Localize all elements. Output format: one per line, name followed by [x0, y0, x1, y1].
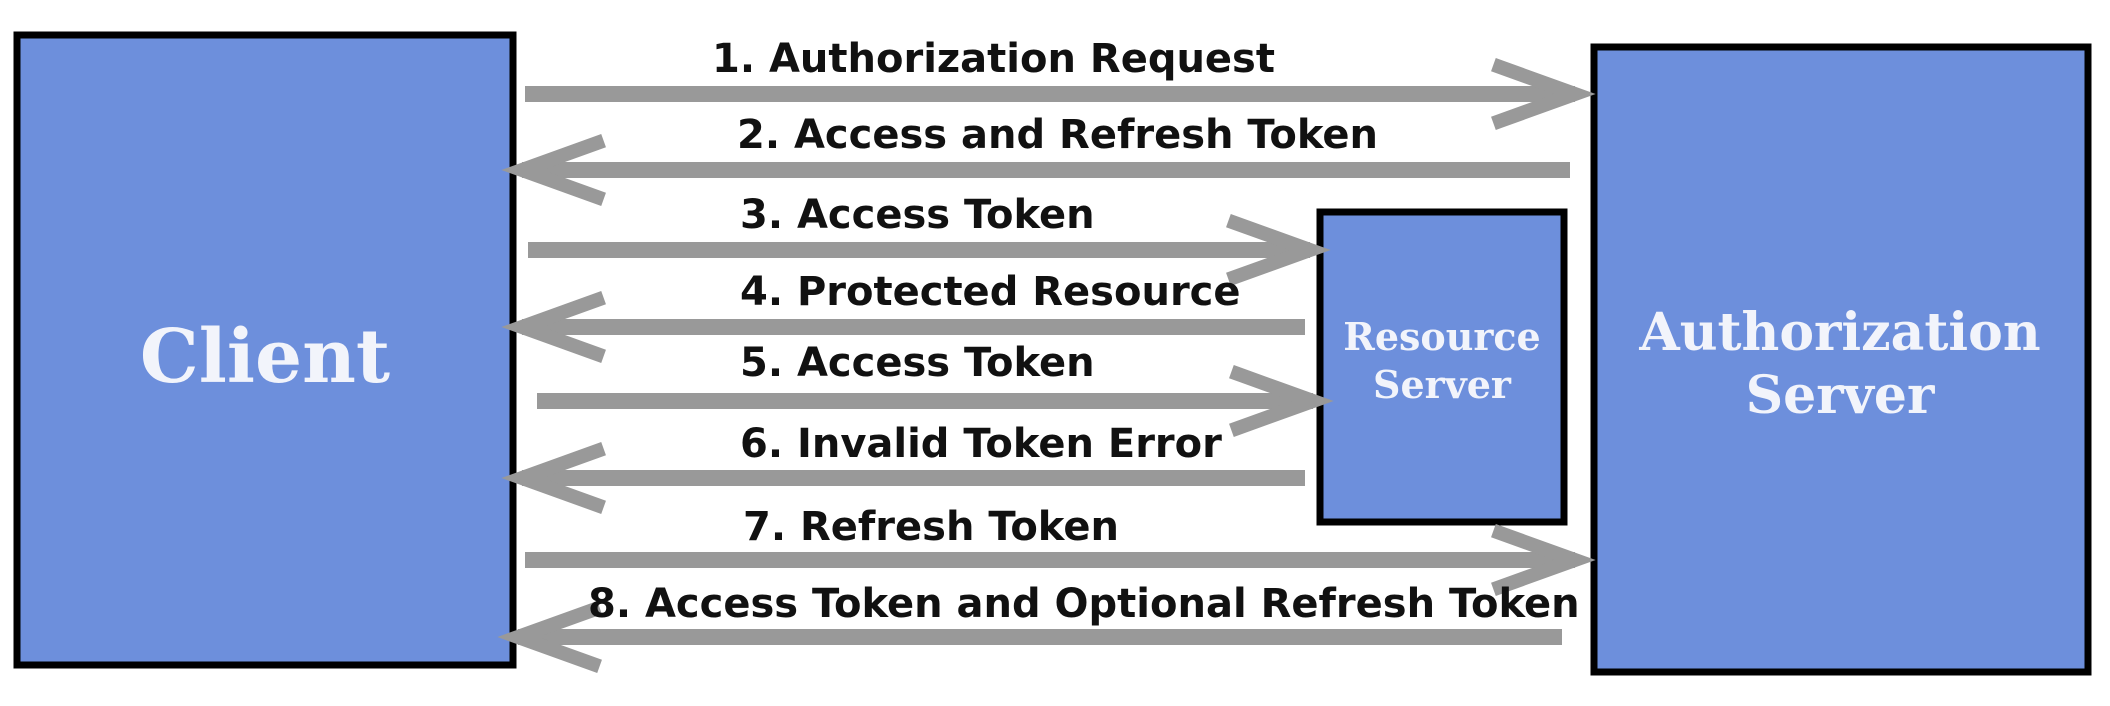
- message-5: 5. Access Token: [537, 340, 1334, 437]
- authorization-server-box: [1590, 43, 2092, 676]
- message-6-arrowhead: [501, 442, 606, 514]
- message-2-arrowhead: [501, 134, 606, 206]
- message-8-arrowhead: [497, 601, 602, 673]
- message-4-label: 4. Protected Resource: [740, 269, 1241, 315]
- message-1-arrowhead: [1491, 58, 1596, 130]
- message-7: 7. Refresh Token: [525, 504, 1596, 596]
- message-2-label: 2. Access and Refresh Token: [737, 112, 1378, 158]
- authorization-server-label-line-1: Authorization: [1638, 302, 2040, 363]
- message-1-label: 1. Authorization Request: [712, 36, 1275, 82]
- resource-server-label-line-1: Resource: [1343, 314, 1540, 359]
- message-3-arrowhead: [1226, 214, 1331, 286]
- authorization-server-node: Authorization Server: [1590, 43, 2092, 676]
- resource-server-label-line-2: Server: [1373, 362, 1512, 407]
- authorization-server-label-line-2: Server: [1746, 365, 1935, 426]
- message-8: 8. Access Token and Optional Refresh Tok…: [497, 581, 1580, 673]
- message-4-arrowhead: [501, 291, 606, 363]
- resource-server-box: [1316, 208, 1568, 526]
- resource-server-node: Resource Server: [1316, 208, 1568, 526]
- message-5-arrowhead: [1229, 365, 1334, 437]
- message-8-label: 8. Access Token and Optional Refresh Tok…: [588, 581, 1580, 627]
- message-2: 2. Access and Refresh Token: [501, 112, 1570, 206]
- client-label: Client: [140, 314, 390, 400]
- client-box: [13, 31, 517, 669]
- message-4: 4. Protected Resource: [501, 269, 1305, 363]
- client-node: Client: [13, 31, 517, 669]
- message-6: 6. Invalid Token Error: [501, 421, 1305, 514]
- message-6-label: 6. Invalid Token Error: [740, 421, 1222, 467]
- message-3-label: 3. Access Token: [740, 192, 1095, 238]
- message-5-label: 5. Access Token: [740, 340, 1095, 386]
- message-3: 3. Access Token: [528, 192, 1331, 286]
- message-7-arrowhead: [1491, 524, 1596, 596]
- message-1: 1. Authorization Request: [525, 36, 1596, 130]
- message-7-label: 7. Refresh Token: [743, 504, 1119, 550]
